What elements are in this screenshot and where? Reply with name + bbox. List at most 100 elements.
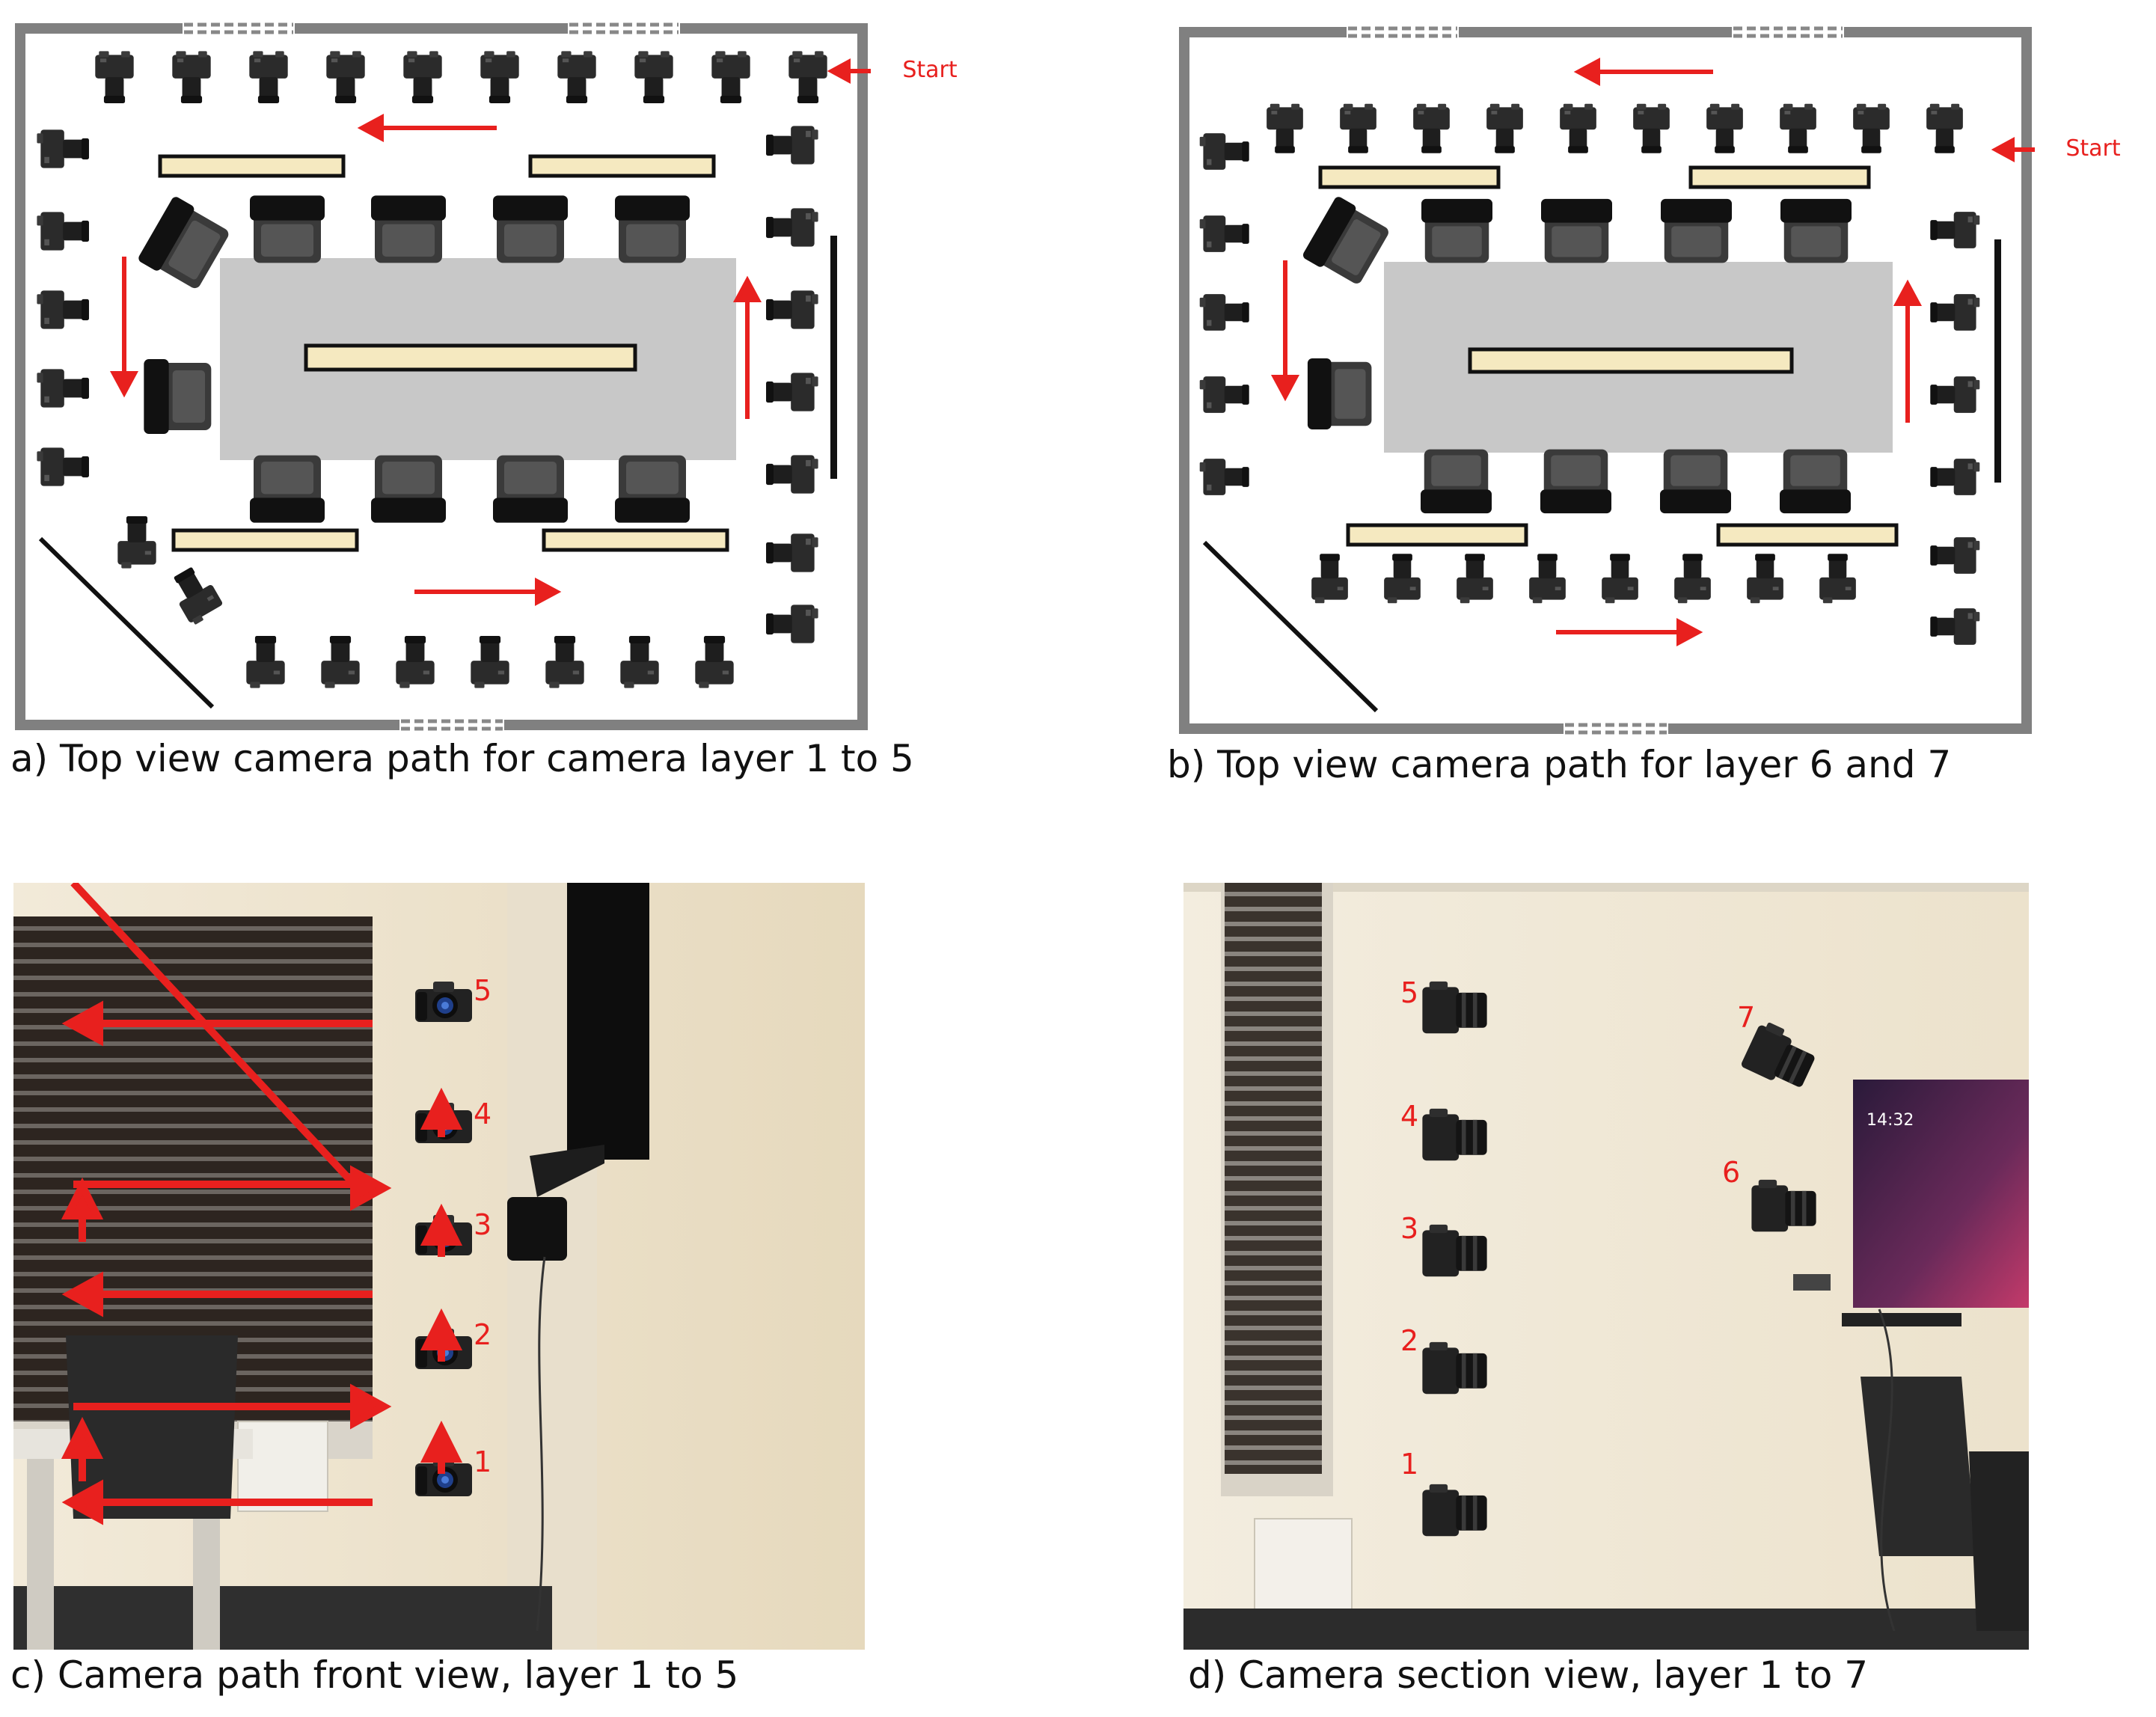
layer-number-1: 1	[474, 1445, 492, 1478]
camera-icon	[246, 636, 285, 688]
layer-number-5: 5	[474, 974, 492, 1007]
camera-icon	[620, 636, 659, 688]
layer-number-1: 1	[1400, 1448, 1419, 1481]
camera-icon	[766, 605, 818, 643]
camera-icon	[1486, 103, 1523, 153]
camera-icon	[37, 212, 89, 251]
panel-b-top-view	[1175, 22, 2137, 737]
wall-screen-bar	[1994, 239, 2001, 483]
camera-icon	[172, 51, 211, 103]
window-blinds	[1225, 883, 1322, 1474]
layer-number-2: 2	[1400, 1324, 1419, 1357]
diagonal-wall-line	[38, 536, 215, 709]
layer-number-6: 6	[1722, 1156, 1741, 1189]
camera-icon	[1819, 554, 1856, 604]
panel-d-section-view: 14:32 1 2 3 4 5 6 7	[1183, 883, 2029, 1650]
camera-icon	[37, 447, 89, 486]
camera-icon	[766, 290, 818, 329]
camera-icon	[321, 636, 360, 688]
screen-time: 14:32	[1866, 1111, 1914, 1130]
layer-number-7: 7	[1737, 1001, 1756, 1034]
camera-icon	[403, 51, 442, 103]
caption-d: d) Camera section view, layer 1 to 7	[1188, 1653, 1869, 1697]
camera-icon	[117, 516, 156, 569]
camera-icon	[1384, 554, 1421, 604]
camera-icon	[766, 126, 818, 165]
camera-icon	[37, 369, 89, 408]
camera-icon	[1457, 554, 1493, 604]
camera-icon	[1267, 103, 1303, 153]
camera-icon	[1602, 554, 1638, 604]
camera-icon	[1706, 103, 1743, 153]
diagonal-wall-line	[1202, 540, 1379, 713]
camera-icon	[557, 51, 596, 103]
layer-number-5: 5	[1400, 976, 1419, 1009]
table-center-shelf	[1468, 347, 1794, 374]
camera-icon	[1926, 103, 1963, 153]
camera-icon	[766, 455, 818, 494]
camera-icon	[1529, 554, 1566, 604]
camera-icon	[1674, 554, 1711, 604]
camera-icon	[1413, 103, 1450, 153]
camera-icon	[396, 636, 435, 688]
table-center-shelf	[304, 343, 637, 372]
office-chair	[1861, 1377, 1976, 1556]
layer-number-2: 2	[474, 1318, 492, 1351]
camera-icon	[1930, 608, 1980, 645]
shelves	[1318, 165, 1899, 547]
camera-icon	[1199, 133, 1249, 170]
camera-icon	[95, 51, 134, 103]
path-arrows-a	[109, 58, 871, 607]
camera-icon	[634, 51, 673, 103]
camera-icon	[1780, 103, 1816, 153]
layer-number-3: 3	[474, 1208, 492, 1241]
caption-a: a) Top view camera path for camera layer…	[10, 737, 914, 780]
camera-icon	[165, 562, 226, 627]
layer-number-4: 4	[474, 1098, 492, 1130]
camera-icon	[37, 129, 89, 168]
front-view-photo	[13, 880, 865, 1650]
start-label-b: Start	[2065, 135, 2121, 162]
camera-icon	[326, 51, 365, 103]
camera-icon	[1199, 459, 1249, 495]
camera-icon	[1199, 376, 1249, 413]
path-arrows-c	[61, 880, 463, 1525]
door-openings	[1347, 25, 1844, 735]
camera-icon	[1199, 294, 1249, 331]
path-arrows-b	[1270, 57, 2035, 647]
camera-icon	[1311, 554, 1348, 604]
panel-c-front-view: 1 2 3 4 5	[13, 880, 865, 1650]
shelves	[158, 154, 729, 552]
wall-tv-screen	[1853, 1080, 2029, 1308]
camera-icon	[1853, 103, 1890, 153]
camera-icon	[1340, 103, 1376, 153]
camera-icon	[695, 636, 734, 688]
camera-icon	[1560, 103, 1596, 153]
camera-icon	[1633, 103, 1670, 153]
camera-icon	[471, 636, 509, 688]
wall-screen-bar	[830, 236, 837, 479]
camera-icon	[1930, 294, 1980, 331]
floorplan-b	[1179, 25, 2137, 735]
start-label-a: Start	[902, 57, 958, 83]
layer-number-3: 3	[1400, 1212, 1419, 1245]
section-view-photo	[1183, 883, 2029, 1650]
office-chair	[66, 1335, 238, 1519]
camera-icon	[1747, 554, 1783, 604]
caption-c: c) Camera path front view, layer 1 to 5	[10, 1653, 739, 1697]
camera-icon	[711, 51, 750, 103]
camera-icon	[249, 51, 288, 103]
camera-icon	[1930, 459, 1980, 495]
caption-b: b) Top view camera path for layer 6 and …	[1167, 743, 1952, 786]
camera-icon	[1199, 215, 1249, 252]
camera-icon	[766, 208, 818, 247]
camera-icon	[1930, 212, 1980, 248]
camera-icon	[766, 533, 818, 572]
panel-a-top-view	[10, 19, 973, 733]
camera-icon	[788, 51, 827, 103]
floorplan-a	[15, 22, 973, 732]
camera-icon	[1930, 537, 1980, 574]
wall-mounted-tv	[567, 883, 649, 1160]
camera-icon	[480, 51, 519, 103]
camera-icon	[37, 290, 89, 329]
